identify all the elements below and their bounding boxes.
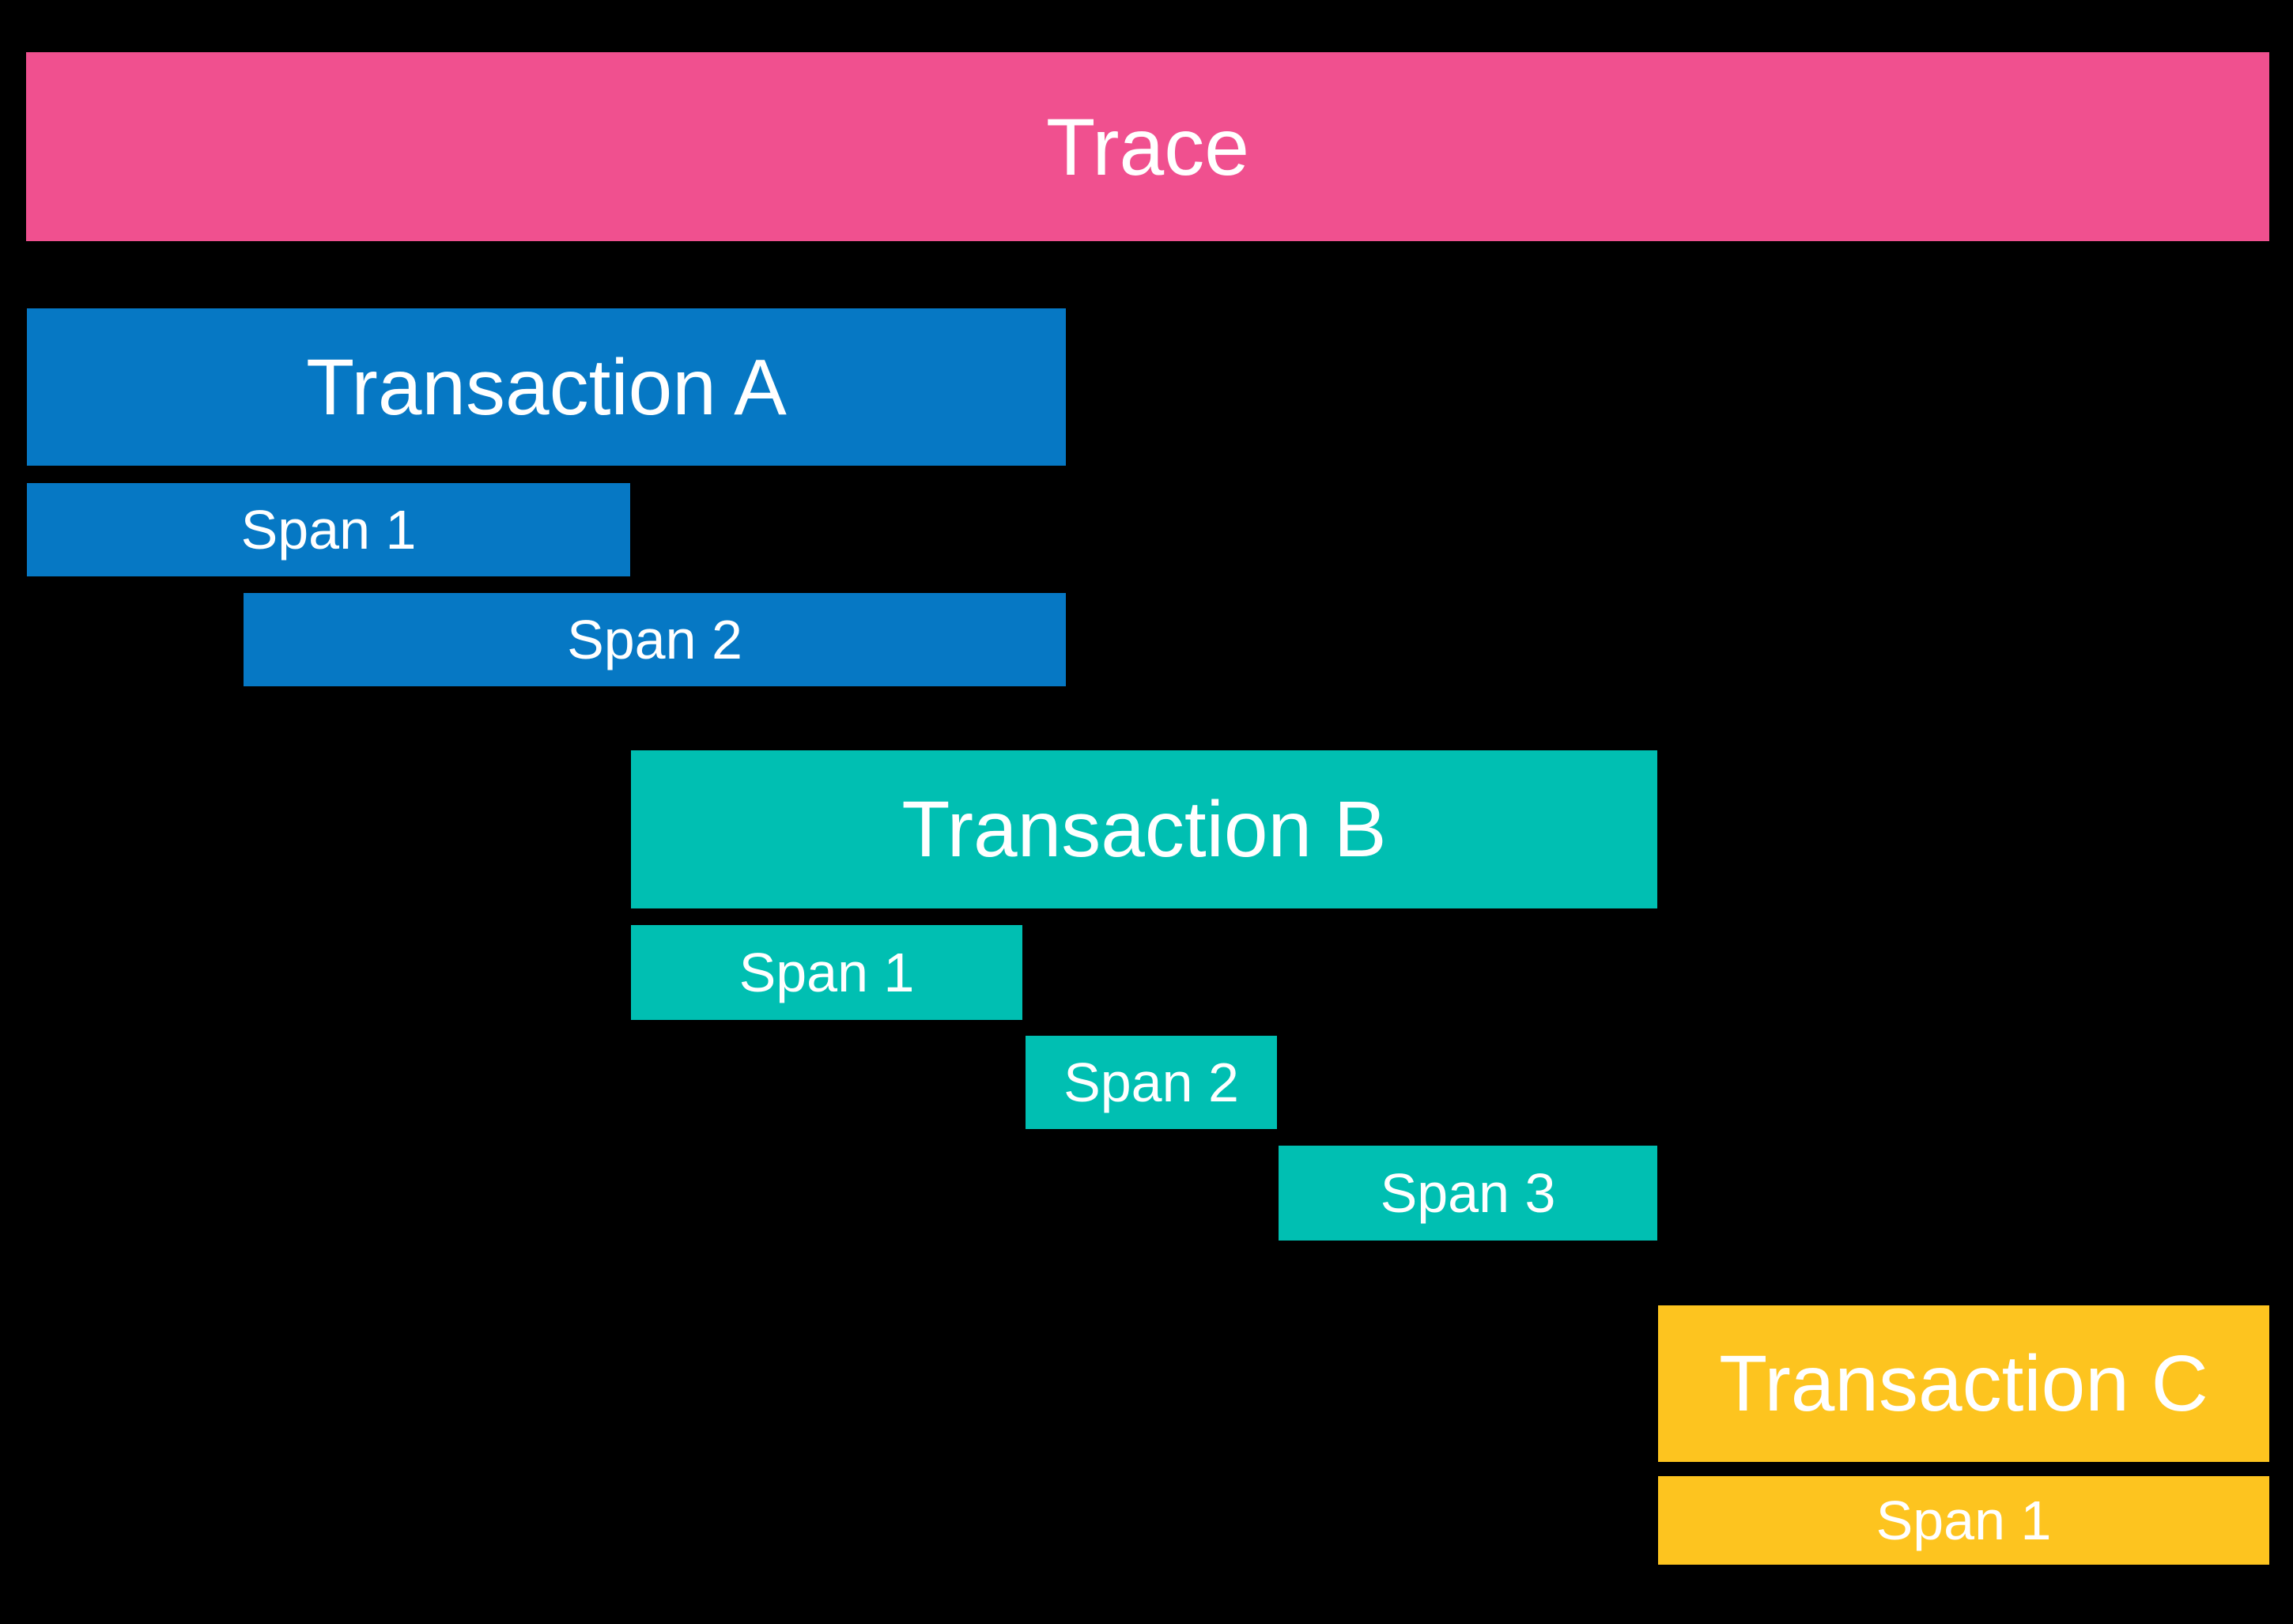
transaction-c-span-1-bar: Span 1 — [1658, 1476, 2269, 1565]
transaction-b-span-3-bar: Span 3 — [1279, 1146, 1657, 1241]
trace-label: Trace — [1046, 101, 1249, 192]
transaction-a-span-1-bar: Span 1 — [27, 483, 630, 576]
transaction-b-span-1-label: Span 1 — [739, 942, 915, 1003]
transaction-b-span-2-bar: Span 2 — [1026, 1036, 1277, 1129]
transaction-a-span-1-label: Span 1 — [240, 499, 417, 561]
trace-bar: Trace — [26, 52, 2269, 241]
transaction-b-span-1-bar: Span 1 — [631, 925, 1022, 1020]
transaction-a-label: Transaction A — [306, 342, 787, 432]
transaction-b-span-3-label: Span 3 — [1380, 1162, 1556, 1224]
transaction-a-bar: Transaction A — [27, 308, 1066, 466]
transaction-a-span-2-bar: Span 2 — [244, 593, 1066, 686]
transaction-c-span-1-label: Span 1 — [1876, 1490, 2052, 1551]
transaction-b-bar: Transaction B — [631, 750, 1657, 908]
transaction-a-span-2-label: Span 2 — [567, 609, 742, 670]
transaction-c-label: Transaction C — [1719, 1339, 2208, 1428]
transaction-b-span-2-label: Span 2 — [1063, 1052, 1239, 1113]
transaction-b-label: Transaction B — [901, 785, 1387, 874]
transaction-c-bar: Transaction C — [1658, 1305, 2269, 1462]
